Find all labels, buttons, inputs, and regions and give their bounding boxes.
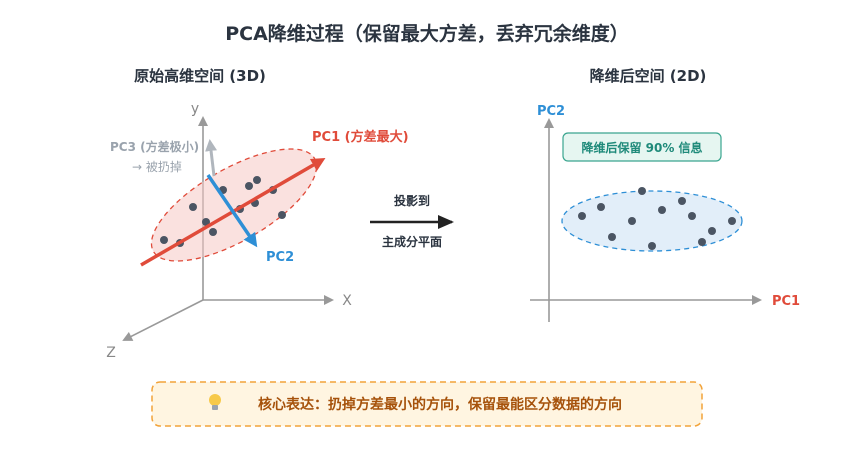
data-point [628, 217, 636, 225]
left-panel-heading: 原始高维空间 (3D) [134, 67, 266, 85]
data-point [597, 203, 605, 211]
data-point [688, 212, 696, 220]
data-point [245, 182, 253, 190]
data-point [278, 211, 286, 219]
data-point [209, 228, 217, 236]
data-point [648, 242, 656, 250]
data-point [253, 176, 261, 184]
data-point [678, 197, 686, 205]
data-point [578, 212, 586, 220]
info-badge-text: 降维后保留 90% 信息 [581, 140, 702, 155]
pc3-note: → 被扔掉 [132, 160, 182, 174]
projection-label-top: 投影到 [394, 193, 430, 208]
key-message-banner [151, 381, 703, 427]
data-point [658, 206, 666, 214]
info-badge [562, 132, 722, 162]
key-message-text: 核心表达：扔掉方差最小的方向，保留最能区分数据的方向 [258, 396, 622, 413]
pc2-axis-label: PC2 [537, 104, 565, 119]
pc2-label: PC2 [266, 250, 294, 265]
lightbulb-icon [209, 394, 221, 410]
data-point [728, 217, 736, 225]
z-axis-label: Z [106, 345, 116, 361]
y-axis-label: y [191, 101, 199, 117]
data-point [160, 236, 168, 244]
z-axis [122, 299, 204, 341]
pc3-label: PC3 (方差极小) [110, 139, 199, 154]
data-point [638, 187, 646, 195]
pc1-label: PC1 (方差最大) [312, 129, 409, 145]
projection-label-bottom: 主成分平面 [382, 234, 442, 249]
data-point [708, 227, 716, 235]
right-panel-heading: 降维后空间 (2D) [590, 67, 707, 85]
data-point [189, 203, 197, 211]
pc3-arrow [205, 139, 218, 177]
page-title: PCA降维过程（保留最大方差，丢弃冗余维度） [225, 22, 629, 45]
data-point [608, 233, 616, 241]
pc2-arrow [206, 174, 258, 248]
projected-data-ellipse [561, 190, 743, 252]
data-point [202, 218, 210, 226]
data-point [698, 238, 706, 246]
x-axis-label: X [342, 293, 352, 309]
pc1-axis-label: PC1 [772, 294, 800, 309]
data-points-2d [578, 187, 736, 250]
